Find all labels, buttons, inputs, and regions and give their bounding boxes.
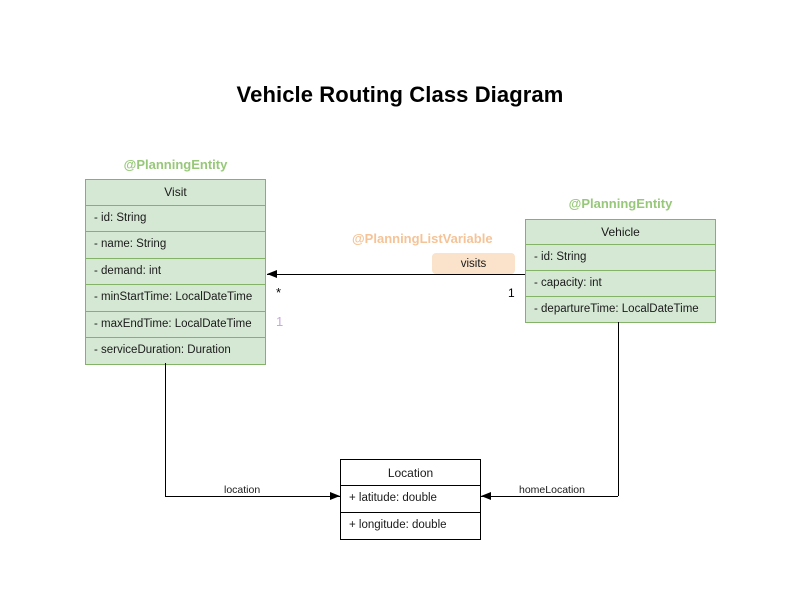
attribute-row: + longitude: double [340,513,481,540]
association-label-homelocation: homeLocation [519,484,585,496]
attribute-row: - minStartTime: LocalDateTime [85,285,266,312]
attribute-row: - serviceDuration: Duration [85,338,266,365]
multiplicity-visit-one: 1 [276,314,284,329]
arrowhead-icon [267,269,277,278]
arrowhead-icon [330,491,340,500]
attribute-row: - demand: int [85,258,266,285]
attribute-row: - id: String [85,205,266,232]
attribute-row: - departureTime: LocalDateTime [525,297,716,323]
attribute-row: - name: String [85,232,266,259]
association-line-location-horizontal [165,496,340,497]
class-box-location[interactable]: Location + latitude: double + longitude:… [340,459,481,540]
class-box-visit[interactable]: Visit - id: String - name: String - dema… [85,179,266,365]
association-label-location: location [224,484,261,496]
page-title: Vehicle Routing Class Diagram [236,82,564,107]
class-name-visit: Visit [85,179,266,206]
association-line-location-vertical [165,363,166,496]
class-box-vehicle[interactable]: Vehicle - id: String - capacity: int - d… [525,219,716,323]
class-name-vehicle: Vehicle [525,219,716,245]
association-line-homelocation-vertical [618,322,619,496]
attribute-row: - capacity: int [525,271,716,297]
arrowhead-icon [481,491,491,500]
multiplicity-visit-many: * [276,285,282,300]
attribute-row: - id: String [525,245,716,271]
stereotype-planning-list-variable: @PlanningListVariable [352,231,493,246]
attribute-row: + latitude: double [340,486,481,513]
association-line-visits [267,274,525,275]
multiplicity-vehicle-one: 1 [508,286,515,300]
attribute-row: - maxEndTime: LocalDateTime [85,311,266,338]
association-label-visits: visits [432,253,515,274]
stereotype-vehicle: @PlanningEntity [568,196,673,211]
class-name-location: Location [340,459,481,486]
association-line-homelocation-horizontal [481,496,618,497]
stereotype-visit: @PlanningEntity [123,157,228,172]
